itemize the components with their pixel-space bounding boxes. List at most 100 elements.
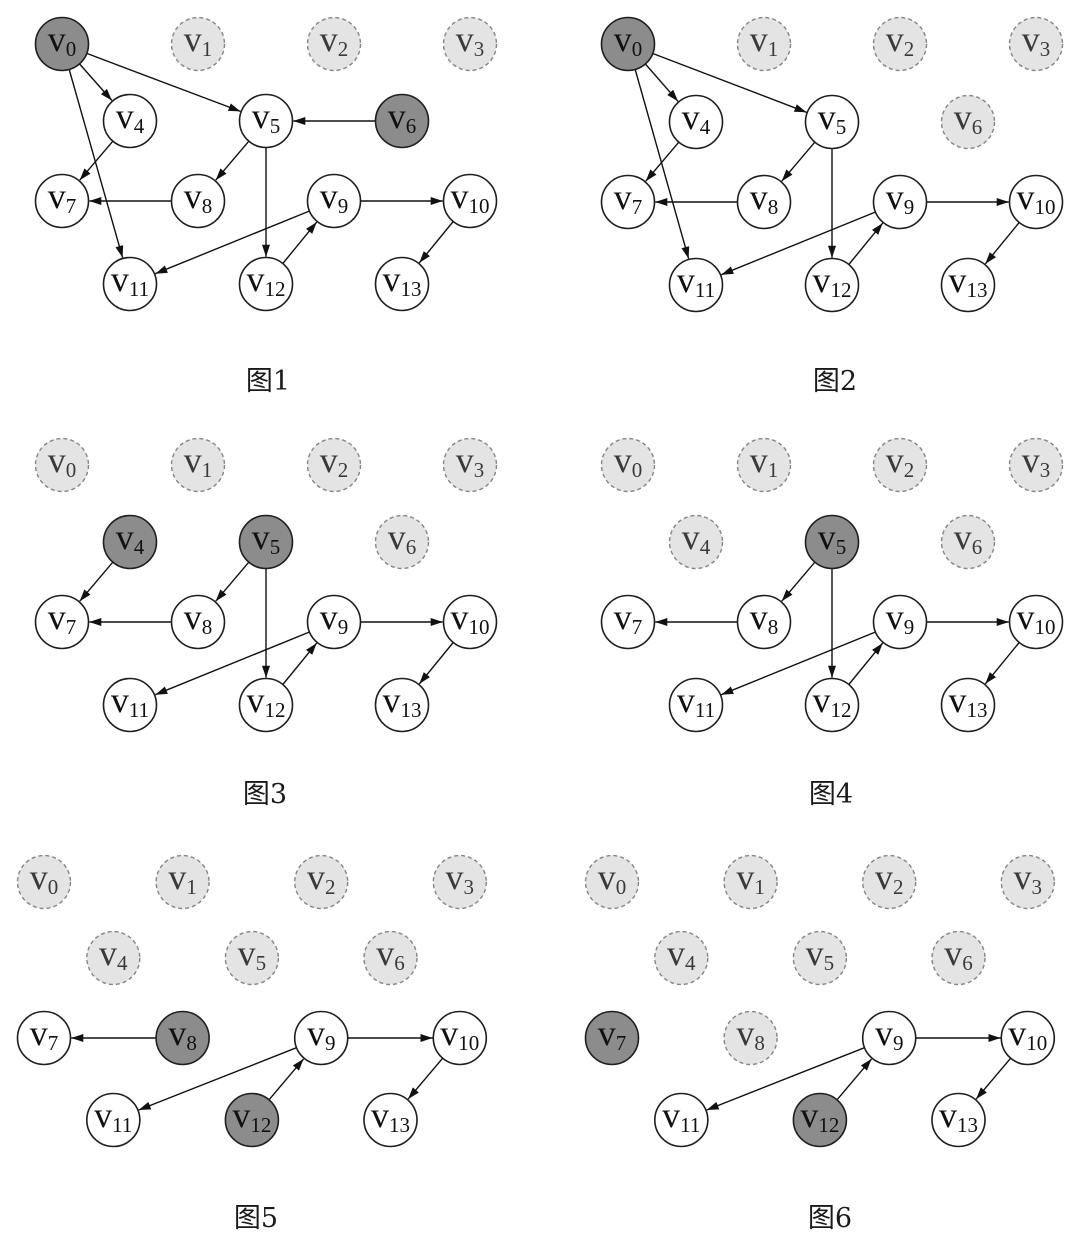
removed-node-circle — [294, 854, 349, 910]
edge-v0-to-v4 — [78, 63, 113, 101]
node-v5: v5 — [804, 514, 860, 570]
node-letter: v — [388, 517, 406, 557]
node-subscript: 4 — [134, 114, 145, 138]
node-subscript: 5 — [270, 114, 281, 138]
highlighted-node-circle — [224, 1092, 280, 1148]
node-letter: v — [662, 1095, 680, 1135]
node-subscript: 10 — [458, 1031, 479, 1055]
node-label: v6 — [376, 933, 405, 975]
node-letter: v — [682, 97, 700, 137]
node-subscript: 9 — [904, 615, 915, 639]
node-subscript: 1 — [768, 37, 779, 61]
node-subscript: 3 — [464, 875, 475, 899]
node-label: v1 — [168, 857, 197, 899]
node-subscript: 7 — [616, 1031, 627, 1055]
node-subscript: 6 — [406, 114, 417, 138]
edge-v4-to-v7 — [79, 561, 114, 602]
removed-node-circle — [170, 16, 226, 72]
node-label: v2 — [307, 857, 336, 899]
node-label: v13 — [949, 260, 988, 302]
node-subscript: 10 — [1026, 1031, 1047, 1055]
node-circle — [34, 594, 90, 650]
node-label: v6 — [388, 96, 417, 138]
highlighted-node-circle — [155, 1010, 210, 1066]
node-label: v4 — [667, 933, 696, 975]
node-label: v13 — [371, 1095, 410, 1137]
node-subscript: 4 — [117, 951, 128, 975]
node-letter: v — [954, 97, 972, 137]
node-label: v2 — [886, 19, 915, 61]
node-letter: v — [886, 440, 904, 480]
node-letter: v — [750, 177, 768, 217]
node-letter: v — [750, 597, 768, 637]
node-letter: v — [806, 933, 824, 973]
node-circle — [86, 1092, 141, 1148]
node-circle — [238, 256, 294, 312]
highlighted-node-circle — [600, 16, 656, 72]
node-v2: v2 — [872, 437, 928, 493]
node-letter: v — [1022, 440, 1040, 480]
node-label: v3 — [1022, 440, 1051, 482]
node-subscript: 6 — [394, 951, 405, 975]
node-label: v7 — [614, 597, 643, 639]
node-circle — [238, 93, 294, 149]
highlighted-node-circle — [102, 514, 158, 570]
node-label: v11 — [662, 1095, 700, 1137]
edge-group — [68, 52, 454, 275]
node-label: v3 — [1014, 857, 1043, 899]
edge-group — [634, 52, 1020, 276]
node-v0: v0 — [584, 854, 640, 910]
node-label: v3 — [446, 857, 475, 899]
removed-node-circle — [442, 16, 498, 72]
node-letter: v — [813, 680, 831, 720]
node-circle — [736, 174, 792, 230]
node-label: v2 — [320, 440, 349, 482]
panel-caption: 图4 — [809, 779, 853, 810]
node-v12: v12 — [224, 1092, 280, 1148]
node-subscript: 11 — [680, 1113, 700, 1137]
node-circle — [940, 677, 996, 733]
node-circle — [293, 1010, 349, 1066]
node-circle — [170, 173, 226, 229]
node-v3: v3 — [442, 16, 498, 72]
node-label: v3 — [456, 440, 485, 482]
node-v9: v9 — [872, 174, 928, 230]
node-v8: v8 — [155, 1010, 210, 1066]
node-subscript: 2 — [338, 458, 349, 482]
node-letter: v — [307, 857, 325, 897]
node-v3: v3 — [442, 437, 498, 493]
node-letter: v — [800, 1095, 818, 1135]
node-letter: v — [247, 259, 265, 299]
panel-caption: 图3 — [243, 779, 287, 810]
node-circle — [736, 594, 792, 650]
removed-node-circle — [1008, 16, 1064, 72]
edge-v12-to-v9 — [848, 642, 884, 685]
node-subscript: 2 — [904, 458, 915, 482]
node-label: v7 — [598, 1013, 627, 1055]
highlighted-node-circle — [34, 16, 90, 72]
node-label: v13 — [383, 680, 422, 722]
node-circle — [432, 1010, 488, 1066]
node-v11: v11 — [668, 677, 724, 733]
node-subscript: 12 — [831, 278, 852, 302]
node-letter: v — [238, 933, 256, 973]
node-letter: v — [30, 857, 48, 897]
node-v5: v5 — [224, 930, 280, 986]
removed-node-circle — [170, 437, 226, 493]
node-subscript: 7 — [632, 615, 643, 639]
node-v7: v7 — [34, 594, 90, 650]
node-subscript: 8 — [202, 194, 213, 218]
node-v0: v0 — [34, 16, 90, 72]
node-label: v11 — [94, 1095, 132, 1137]
node-letter: v — [667, 933, 685, 973]
node-circle — [861, 1010, 917, 1066]
node-subscript: 12 — [818, 1113, 839, 1137]
node-subscript: 3 — [1032, 875, 1043, 899]
node-letter: v — [1017, 177, 1035, 217]
node-v5: v5 — [804, 94, 860, 150]
node-letter: v — [94, 1095, 112, 1135]
edge-group — [655, 561, 1020, 696]
